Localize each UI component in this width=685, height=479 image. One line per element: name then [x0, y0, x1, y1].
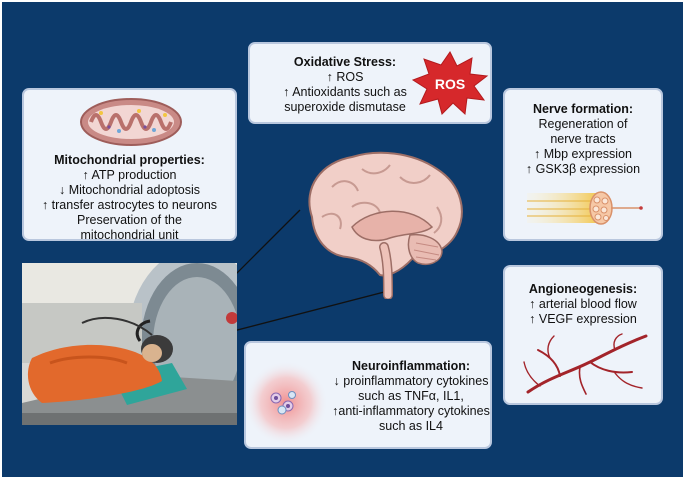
ros-badge-text: ROS: [435, 76, 465, 92]
neuro-line-3: ↑anti-inflammatory cytokines: [332, 404, 490, 418]
inflammation-cells-icon: [244, 361, 328, 445]
mito-line-1: ↑ ATP production: [82, 168, 177, 182]
mito-line-5: mitochondrial unit: [80, 228, 179, 242]
oxidative-line-2: ↑ Antioxidants such as: [283, 85, 407, 99]
brain-icon: [308, 151, 463, 299]
mitochondrial-properties-box: Mitochondrial properties: ↑ ATP producti…: [22, 88, 237, 242]
nerve-line-2: nerve tracts: [550, 132, 616, 146]
angio-line-1: ↑ arterial blood flow: [529, 297, 637, 311]
neuroinflammation-box: Neuroinflammation: ↓ proinflammatory cyt…: [244, 341, 492, 449]
mitochondrion-icon: [80, 98, 182, 146]
oxidative-line-1: ↑ ROS: [326, 70, 364, 84]
neuro-line-1: ↓ proinflammatory cytokines: [333, 374, 489, 388]
nerve-bundle-icon: [527, 191, 643, 225]
angio-line-2: ↑ VEGF expression: [529, 312, 637, 326]
nerve-line-1: Regeneration of: [538, 117, 628, 131]
mito-line-4: Preservation of the: [77, 213, 182, 227]
nerve-line-3: ↑ Mbp expression: [534, 147, 632, 161]
mito-line-2: ↓ Mitochondrial adoptosis: [58, 183, 201, 197]
angioneogenesis-box: Angioneogenesis: ↑ arterial blood flow ↑…: [503, 265, 663, 405]
oxidative-line-3: superoxide dismutase: [284, 100, 406, 114]
angio-title: Angioneogenesis:: [528, 282, 638, 296]
oxidative-stress-title: Oxidative Stress:: [293, 55, 397, 69]
hyperbaric-chamber-photo: [22, 263, 237, 425]
mito-line-3: ↑ transfer astrocytes to neurons: [41, 198, 218, 212]
nerve-formation-box: Nerve formation: Regeneration of nerve t…: [503, 88, 663, 241]
ros-burst-icon: ROS: [411, 51, 489, 116]
blood-vessels-icon: [523, 333, 648, 395]
nerve-line-4: ↑ GSK3β expression: [525, 162, 641, 176]
neuro-line-2: such as TNFα, IL1,: [358, 389, 464, 403]
nerve-title: Nerve formation:: [532, 102, 634, 116]
oxidative-stress-box: Oxidative Stress: ↑ ROS ↑ Antioxidants s…: [248, 42, 492, 124]
neuro-line-4: such as IL4: [379, 419, 443, 433]
mitochondrial-title: Mitochondrial properties:: [54, 153, 205, 167]
neuro-title: Neuroinflammation:: [351, 359, 471, 373]
